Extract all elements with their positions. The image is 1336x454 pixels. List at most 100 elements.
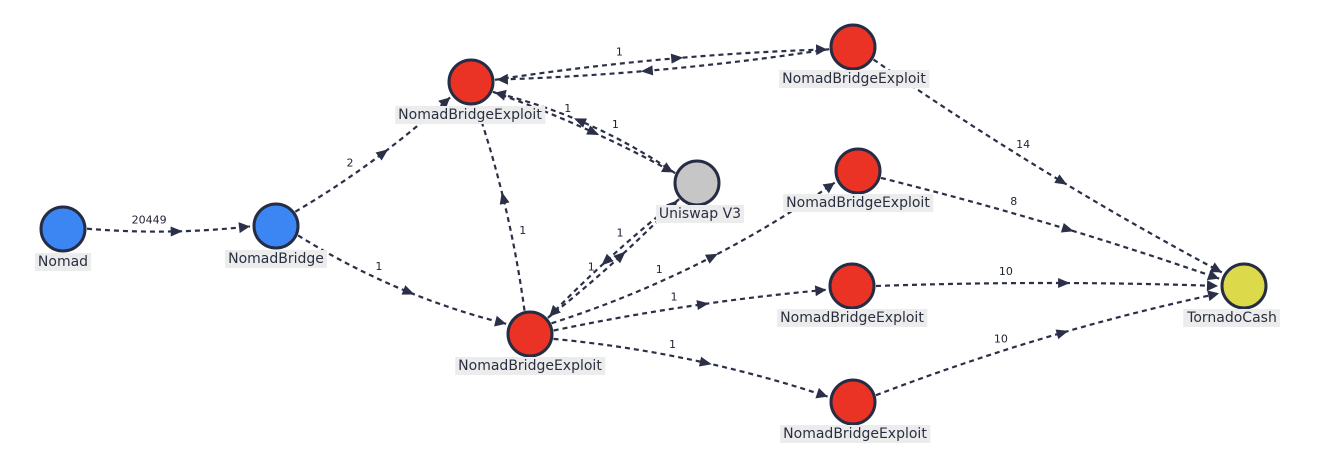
edge-uniswap-to-exploit_top: 1 <box>494 89 676 175</box>
edge-end-arrow <box>1207 290 1220 302</box>
source-node-circle[interactable] <box>39 205 87 253</box>
node-label: TornadoCash <box>1186 310 1277 326</box>
edge-line <box>492 90 674 174</box>
edge-mid-arrow <box>670 53 684 64</box>
edge-end-arrow <box>494 315 507 327</box>
edge-end-arrow <box>815 44 828 56</box>
edge-mid-arrow <box>401 285 415 295</box>
edge-end-arrow <box>238 222 250 234</box>
exploit-node-circle[interactable] <box>829 23 877 71</box>
dex-node-circle[interactable] <box>673 159 721 207</box>
node-label: NomadBridgeExploit <box>780 310 924 326</box>
edge-mid-arrow <box>640 65 654 76</box>
edge-line <box>494 91 676 175</box>
edge-line <box>880 176 1220 280</box>
edge-label: 1 <box>564 102 571 115</box>
edge-exploit_top-to-exploit_ne: 1 <box>494 44 828 81</box>
edge-mid-arrow <box>375 149 389 161</box>
edge-mid-arrow <box>170 226 183 237</box>
edge-mid-arrow <box>1058 277 1071 288</box>
edge-mid-arrow <box>1055 329 1069 340</box>
edge-label: 2 <box>347 156 354 169</box>
edge-line <box>875 292 1220 397</box>
edge-line <box>494 48 828 81</box>
exploit-node-circle[interactable] <box>829 378 877 426</box>
node-uniswap[interactable]: Uniswap V3 <box>655 159 745 223</box>
edge-exploit_center-to-exploit_bottom: 1 <box>553 337 828 399</box>
edge-exploit_center-to-exploit_mid: 1 <box>551 181 836 325</box>
edge-line <box>553 337 828 398</box>
node-label-background <box>655 205 745 223</box>
node-tornado[interactable]: TornadoCash <box>1183 262 1280 327</box>
edge-line <box>297 234 507 325</box>
edge-exploit_bottom-to-tornado: 10 <box>875 290 1220 397</box>
node-label: NomadBridgeExploit <box>782 71 926 87</box>
node-exploit_ne[interactable]: NomadBridgeExploit <box>779 23 930 88</box>
edge-exploit_center-to-exploit_low: 1 <box>553 285 827 332</box>
node-nomad[interactable]: Nomad <box>34 205 92 271</box>
edge-label: 1 <box>616 46 623 59</box>
edge-mid-arrow <box>704 253 718 264</box>
edge-line <box>872 58 1223 274</box>
edge-end-arrow <box>661 162 674 173</box>
edge-exploit_center-to-exploit_top: 1 <box>475 106 526 311</box>
source-node-circle[interactable] <box>252 202 300 250</box>
edge-mid-arrow <box>601 253 614 266</box>
node-label-background <box>395 106 546 124</box>
edge-mid-arrow <box>573 118 587 128</box>
edge-mid-arrow <box>499 191 510 205</box>
edge-mid-arrow <box>586 125 600 135</box>
node-label-background <box>777 309 928 327</box>
edge-mid-arrow <box>1060 222 1074 233</box>
edge-label: 1 <box>669 338 676 351</box>
node-exploit_low[interactable]: NomadBridgeExploit <box>777 262 928 327</box>
edge-label: 1 <box>588 260 595 273</box>
node-nomad_bridge[interactable]: NomadBridge <box>225 202 327 268</box>
edge-nomad_bridge-to-exploit_top: 2 <box>294 96 451 213</box>
node-label: NomadBridgeExploit <box>783 426 927 442</box>
exploit-node-circle[interactable] <box>506 310 554 358</box>
node-exploit_mid[interactable]: NomadBridgeExploit <box>783 147 934 212</box>
node-label-background <box>780 425 931 443</box>
edge-end-arrow <box>438 97 451 109</box>
node-label-background <box>455 357 606 375</box>
edge-line <box>86 225 251 233</box>
edge-end-arrow <box>1209 262 1222 273</box>
edge-end-arrow <box>496 73 509 85</box>
edge-line <box>475 106 526 311</box>
node-label-background <box>1183 309 1280 327</box>
edge-exploit_ne-to-tornado: 14 <box>872 58 1223 274</box>
edge-end-arrow <box>1206 269 1220 281</box>
edge-exploit_mid-to-tornado: 8 <box>880 176 1220 281</box>
exploit-node-circle[interactable] <box>828 262 876 310</box>
edge-label: 20449 <box>132 214 167 227</box>
edge-line <box>553 288 827 332</box>
mixer-node-circle[interactable] <box>1220 262 1268 310</box>
exploit-node-circle[interactable] <box>447 58 495 106</box>
edge-end-arrow <box>822 182 835 194</box>
edge-end-arrow <box>494 89 507 101</box>
node-exploit_bottom[interactable]: NomadBridgeExploit <box>780 378 931 443</box>
node-exploit_top[interactable]: NomadBridgeExploit <box>395 58 546 124</box>
node-label: NomadBridgeExploit <box>786 195 930 211</box>
edge-end-arrow <box>815 387 828 399</box>
edge-label: 10 <box>999 265 1013 278</box>
edge-end-arrow <box>1206 280 1218 292</box>
edge-label: 1 <box>519 224 526 237</box>
edge-label: 8 <box>1010 195 1017 208</box>
edge-mid-arrow <box>696 300 710 310</box>
node-label: Nomad <box>38 254 88 270</box>
edge-nomad-to-nomad_bridge: 20449 <box>86 214 251 237</box>
edge-label: 1 <box>612 118 619 131</box>
edge-mid-arrow <box>1054 174 1068 185</box>
node-label-background <box>779 70 930 88</box>
edge-label: 10 <box>994 333 1008 346</box>
edge-exploit_ne-to-exploit_top <box>496 48 830 85</box>
node-label-background <box>783 194 934 212</box>
edge-label: 1 <box>375 260 382 273</box>
exploit-node-circle[interactable] <box>834 147 882 195</box>
node-exploit_center[interactable]: NomadBridgeExploit <box>455 310 606 375</box>
